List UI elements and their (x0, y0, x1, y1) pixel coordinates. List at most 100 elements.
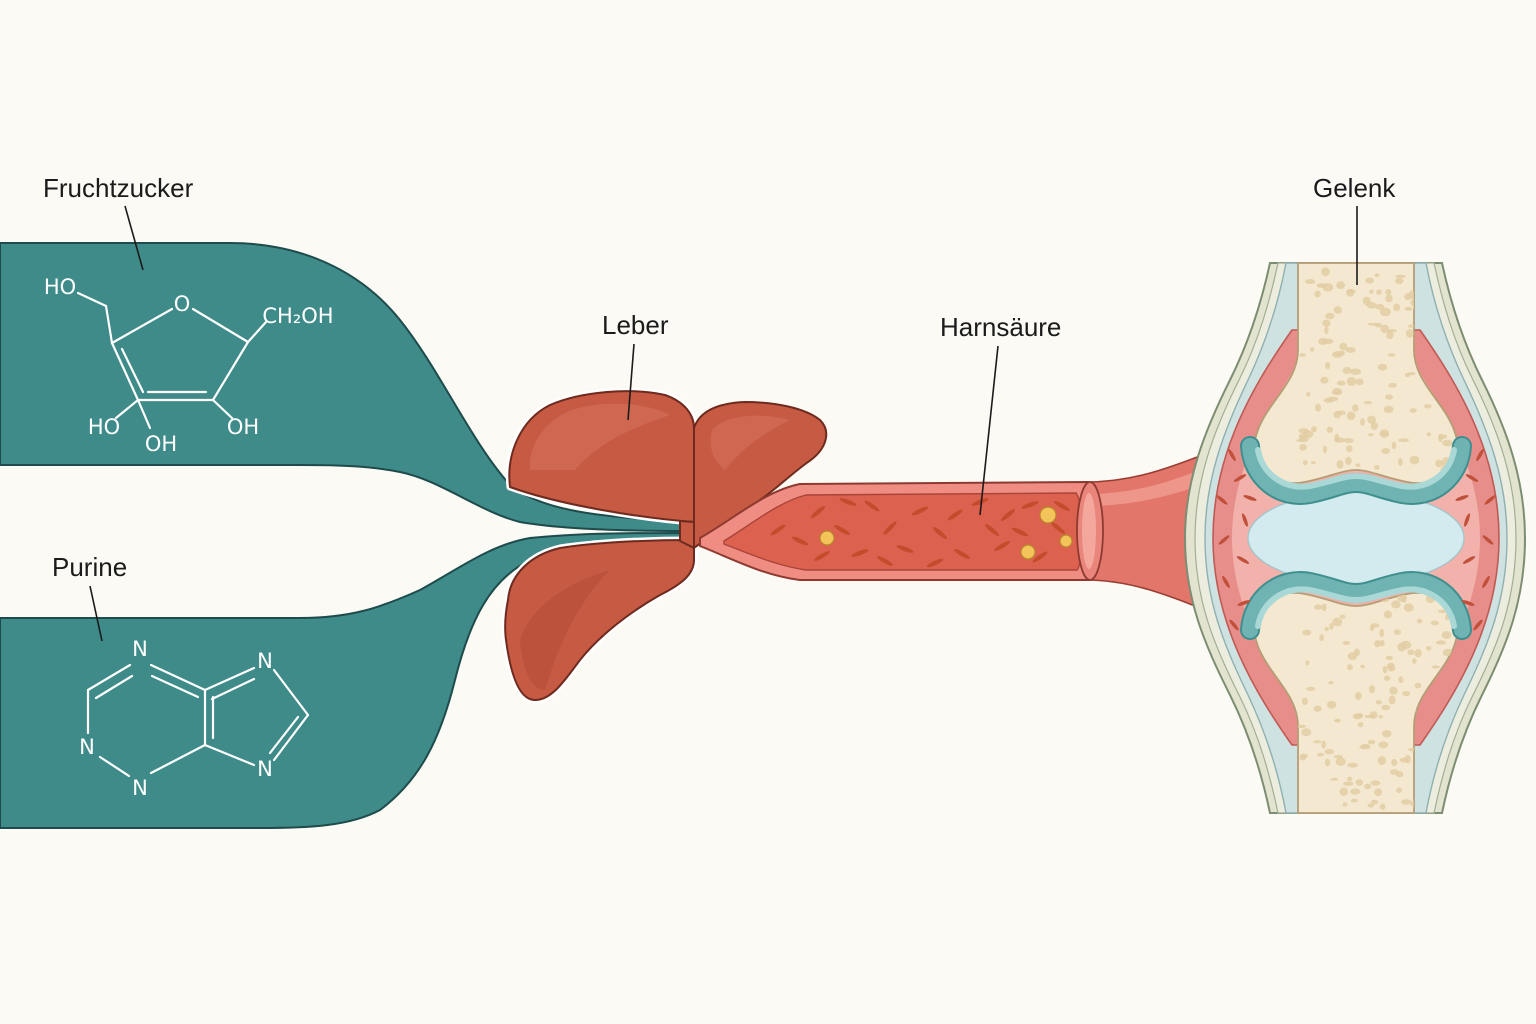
bone-pore (1357, 721, 1364, 728)
bone-pore (1367, 322, 1379, 326)
bone-pore (1383, 405, 1394, 414)
bone-pore (1367, 803, 1375, 808)
bone-pore (1367, 415, 1376, 424)
bone-pore (1322, 319, 1331, 327)
bone-pore (1317, 752, 1324, 757)
urate-crystal (896, 545, 914, 553)
joint-urate-crystal (1464, 513, 1470, 527)
bone-pore (1332, 617, 1343, 627)
bone-pore (1302, 460, 1308, 466)
bone-pore (1314, 604, 1323, 610)
bone-pore (1343, 781, 1354, 786)
joint-urate-crystal (1482, 535, 1494, 545)
bone-pore (1345, 347, 1356, 353)
bone-pore (1365, 277, 1374, 284)
urate-crystal (1054, 501, 1070, 511)
bone-pore (1385, 289, 1392, 295)
joint-urate-crystal (1461, 600, 1475, 606)
bone-pore (1441, 631, 1452, 639)
bone-pore (1382, 730, 1392, 738)
bone-pore (1379, 628, 1384, 638)
bone-pore (1409, 455, 1420, 465)
purine-bonds (86, 663, 310, 778)
bone-pore (1364, 783, 1371, 790)
bone-pore (1322, 283, 1334, 292)
joint-urate-crystal (1462, 556, 1476, 564)
bone-pore (1360, 664, 1366, 669)
bone-pore (1313, 705, 1322, 712)
bone-pore (1322, 445, 1328, 454)
bone-pore (1342, 367, 1352, 374)
purine-leader-line (89, 585, 103, 642)
joint-urate-crystal (1482, 575, 1490, 589)
uric-acid-crystals (770, 498, 1070, 568)
bone-pore (1336, 281, 1346, 290)
bone-pore (1346, 411, 1356, 421)
bone-pore (1313, 740, 1322, 744)
fructose-atom-ch2oh: CH₂OH (262, 304, 333, 328)
urate-crystal (1011, 527, 1029, 537)
bone-pore (1328, 680, 1334, 685)
joint-urate-crystal (1242, 513, 1248, 527)
bone-pore (1400, 595, 1407, 603)
bone-pore (1353, 648, 1360, 657)
bone-pore (1299, 353, 1306, 357)
uric-acid-particles (819, 506, 1073, 560)
urate-crystal (1032, 551, 1048, 563)
bone-pore (1398, 458, 1403, 466)
urate-crystal (864, 500, 880, 512)
bone-pore (1339, 787, 1349, 796)
fructose-atom-oh-bottom: OH (145, 432, 177, 456)
bone-pore (1322, 338, 1334, 345)
liver-hilum (679, 520, 695, 549)
bone-pore (1355, 463, 1361, 468)
bone-pore (1299, 444, 1307, 451)
joint-urate-crystal (1465, 474, 1479, 482)
bone-pore (1387, 353, 1396, 357)
bone-pore (1350, 798, 1358, 803)
urate-crystal (984, 523, 1000, 537)
bone-pore (1391, 758, 1398, 767)
bone-pore (1367, 739, 1376, 745)
bone-pore (1390, 769, 1399, 775)
bone-pore (1435, 640, 1447, 645)
fructose-bonds (76, 291, 268, 430)
joint-urate-crystal (1473, 619, 1483, 631)
purine-label: Purine (52, 552, 127, 582)
fructose-atom-oh-right: OH (227, 415, 259, 439)
joint-urate-crystal (1237, 600, 1251, 606)
bone-pore (1374, 465, 1380, 470)
bone-pore (1404, 293, 1412, 301)
bone-pore (1435, 459, 1443, 468)
joint-urate-crystal (1229, 619, 1239, 631)
bone-pore (1324, 326, 1329, 335)
bone-pore (1347, 776, 1353, 782)
bone-pore (1398, 676, 1404, 684)
bone-pore (1320, 376, 1329, 384)
bone-pore (1339, 342, 1348, 351)
bone-pore (1376, 289, 1382, 295)
urate-crystal (877, 556, 893, 566)
purine-atom-n-top: N (132, 637, 148, 661)
vessel-flare-highlight (1095, 466, 1210, 506)
bone-pore (1311, 461, 1316, 465)
bone-pore (1408, 371, 1416, 376)
fructose-leader-line (124, 205, 144, 271)
bone-pore (1314, 290, 1321, 298)
bone-pore (1414, 682, 1422, 689)
bone-pore (1325, 312, 1335, 320)
bone-pore (1362, 296, 1371, 306)
bone-pore (1324, 758, 1331, 767)
purine-atom-n-bottom: N (132, 776, 148, 800)
joint-urate-crystal (1216, 495, 1228, 505)
bone-pore (1393, 629, 1402, 635)
bone-pore (1402, 690, 1410, 697)
bone-pore (1370, 780, 1381, 786)
bone-pore (1326, 426, 1334, 433)
bone-pore (1378, 741, 1389, 749)
fructose-label: Fruchtzucker (43, 173, 194, 203)
bone-pore (1311, 426, 1317, 433)
bone-pore (1330, 777, 1339, 781)
bone-pore (1370, 799, 1379, 805)
bone-pore (1302, 629, 1312, 636)
